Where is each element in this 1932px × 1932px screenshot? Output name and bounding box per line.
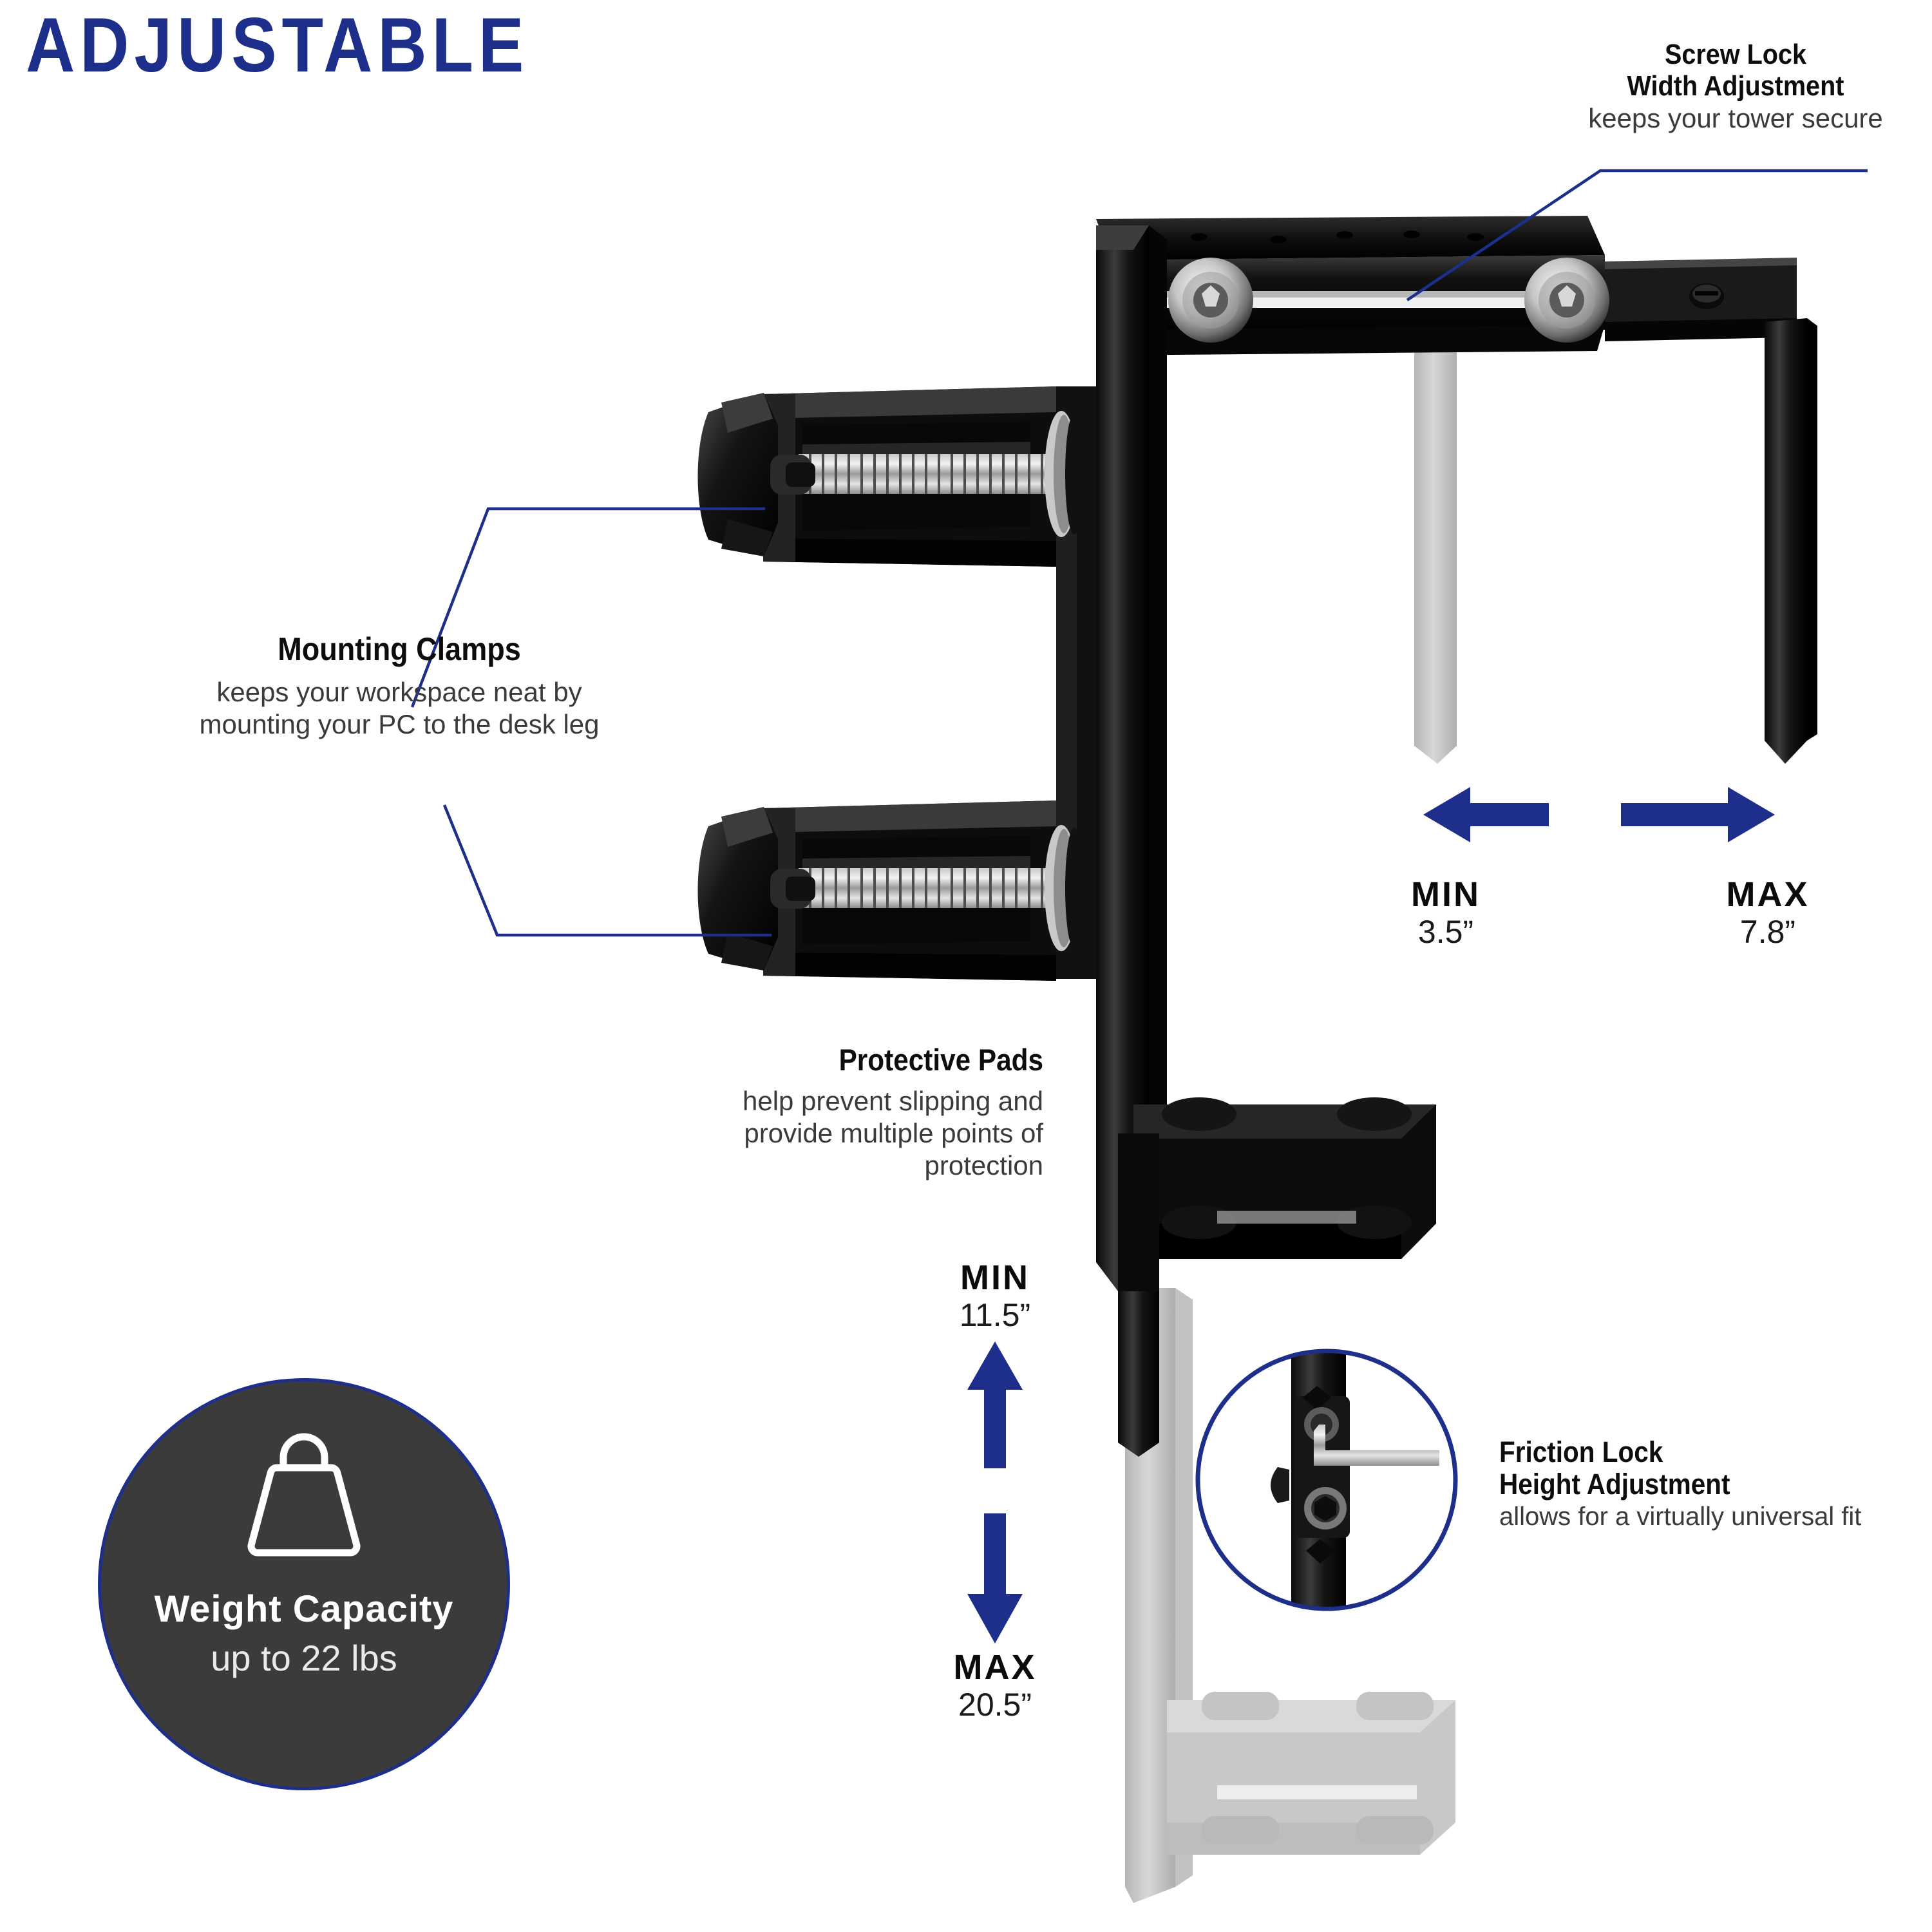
leader-lines	[410, 169, 1868, 937]
callout-protective-pads-title: Protective Pads	[838, 1043, 1043, 1077]
weight-capacity-badge: Weight Capacity up to 22 lbs	[98, 1378, 510, 1790]
leader-clamp-upper	[410, 507, 765, 708]
height-min-label: MIN 11.5”	[902, 1258, 1088, 1334]
ghost-extended-position	[1125, 277, 1457, 1903]
screw-lock-right	[1524, 258, 1609, 343]
callout-mounting-clamps-subtitle-1: keeps your workspace neat by	[216, 677, 582, 707]
width-max-value: 7.8”	[1739, 914, 1796, 951]
height-arrow-up	[967, 1341, 1023, 1468]
callout-friction-lock-subtitle: allows for a virtually universal fit	[1499, 1502, 1862, 1531]
page-title: ADJUSTABLE	[26, 2, 529, 88]
friction-lock-detail	[1195, 1349, 1458, 1611]
width-arrow-left	[1423, 787, 1549, 842]
callout-friction-lock-title-2: Height Adjustment	[1499, 1468, 1730, 1501]
height-max-word: MAX	[953, 1648, 1037, 1687]
callout-protective-pads-subtitle-3: protection	[924, 1150, 1043, 1181]
protective-pads	[1162, 1097, 1412, 1239]
callout-screw-lock: Screw Lock Width Adjustment keeps your t…	[1539, 39, 1932, 135]
width-max-word: MAX	[1726, 875, 1810, 914]
width-arrows	[1423, 787, 1775, 842]
callout-protective-pads-subtitle-1: help prevent slipping and	[742, 1085, 1043, 1116]
callout-screw-lock-title-2: Width Adjustment	[1627, 70, 1844, 102]
screw-lock-left	[1168, 258, 1253, 343]
width-min-word: MIN	[1411, 875, 1481, 914]
mounting-clamp-upper	[697, 386, 1083, 567]
leader-screw-lock	[1406, 169, 1868, 301]
callout-screw-lock-title-1: Screw Lock	[1664, 39, 1807, 70]
width-min-value: 3.5”	[1417, 914, 1474, 951]
clamp-knob-upper	[697, 393, 815, 556]
callout-mounting-clamps-title: Mounting Clamps	[278, 631, 521, 667]
callout-screw-lock-subtitle: keeps your tower secure	[1588, 102, 1883, 133]
callout-protective-pads: Protective Pads help prevent slipping an…	[580, 1043, 1043, 1182]
width-min-label: MIN 3.5”	[1352, 875, 1539, 951]
leader-clamp-lower	[442, 804, 772, 937]
mounting-clamp-lower	[697, 800, 1083, 981]
bottom-shelf	[1118, 1097, 1436, 1314]
weight-capacity-line-1: Weight Capacity	[154, 1588, 454, 1630]
height-max-value: 20.5”	[958, 1687, 1032, 1723]
weight-capacity-line-2: up to 22 lbs	[211, 1638, 397, 1678]
height-min-word: MIN	[960, 1258, 1030, 1297]
width-max-label: MAX 7.8”	[1674, 875, 1861, 951]
height-max-label: MAX 20.5”	[902, 1648, 1088, 1724]
callout-protective-pads-subtitle-2: provide multiple points of	[744, 1118, 1043, 1149]
callout-mounting-clamps: Mounting Clamps keeps your workspace nea…	[64, 631, 734, 741]
weight-icon	[233, 1417, 375, 1566]
callout-mounting-clamps-subtitle-2: mounting your PC to the desk leg	[199, 709, 600, 740]
clamp-knob-lower	[697, 807, 815, 971]
height-arrows	[967, 1341, 1023, 1643]
height-arrow-down	[967, 1513, 1023, 1643]
width-arrow-right	[1621, 787, 1775, 842]
callout-friction-lock: Friction Lock Height Adjustment allows f…	[1499, 1435, 1932, 1532]
height-min-value: 11.5”	[959, 1297, 1031, 1334]
cpu-mount-bracket	[697, 216, 1817, 1457]
callout-friction-lock-title-1: Friction Lock	[1499, 1435, 1663, 1468]
